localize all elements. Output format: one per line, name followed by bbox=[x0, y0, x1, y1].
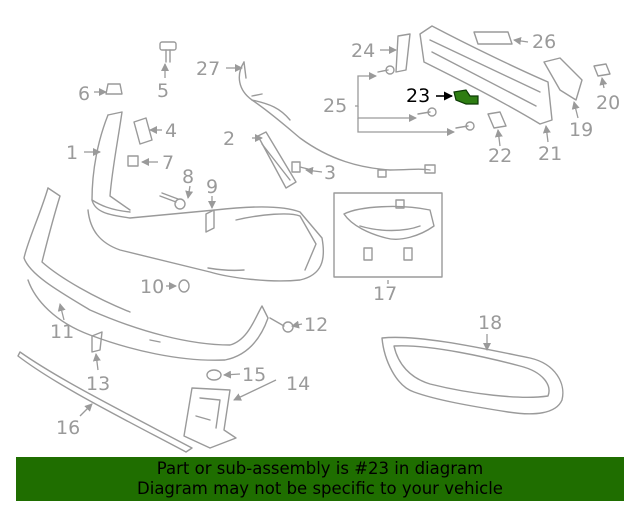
callout-16: 16 bbox=[56, 417, 80, 439]
part-17-lamp-kit bbox=[333, 192, 443, 278]
callout-6: 6 bbox=[78, 83, 90, 105]
part-23-highlighted bbox=[453, 89, 479, 105]
callout-5: 5 bbox=[157, 80, 169, 102]
part-1-bumper-cover bbox=[87, 111, 325, 282]
callout-21: 21 bbox=[538, 143, 562, 165]
callout-18: 18 bbox=[478, 312, 502, 334]
callout-20: 20 bbox=[596, 92, 620, 114]
part-16-molding bbox=[17, 351, 193, 453]
part-14-bracket bbox=[183, 387, 237, 449]
part-9-label bbox=[205, 209, 215, 233]
part-7-clip bbox=[127, 155, 139, 167]
part-18-lamp-bezel bbox=[381, 336, 564, 415]
part-25-fasteners bbox=[377, 65, 475, 131]
callout-25: 25 bbox=[323, 95, 347, 117]
callout-26: 26 bbox=[532, 31, 556, 53]
part-2-bracket bbox=[257, 131, 297, 189]
part-6-nut bbox=[105, 83, 123, 95]
part-8-bolt bbox=[159, 192, 186, 210]
leader-lines bbox=[57, 37, 608, 417]
banner-line-2: Diagram may not be specific to your vehi… bbox=[137, 479, 503, 498]
part-5-pin bbox=[159, 41, 177, 63]
callout-13: 13 bbox=[86, 373, 110, 395]
part-26-bracket bbox=[473, 31, 513, 45]
callout-numbers: 1 2 3 4 5 6 7 8 9 10 11 12 13 14 15 16 1… bbox=[50, 31, 620, 439]
part-4-clip bbox=[133, 117, 153, 145]
callout-10: 10 bbox=[140, 276, 164, 298]
parts-diagram: 1 2 3 4 5 6 7 8 9 10 11 12 13 14 15 16 1… bbox=[17, 25, 620, 453]
callout-2: 2 bbox=[223, 128, 235, 150]
callout-11: 11 bbox=[50, 321, 74, 343]
part-27-wiring bbox=[238, 61, 436, 178]
part-11-lower-bumper bbox=[23, 187, 269, 361]
callout-19: 19 bbox=[569, 119, 593, 141]
callout-4: 4 bbox=[165, 120, 177, 142]
info-banner: Part or sub-assembly is #23 in diagram D… bbox=[16, 457, 624, 501]
part-19-bracket bbox=[543, 57, 583, 101]
callout-15: 15 bbox=[242, 364, 266, 386]
part-15-grommet bbox=[206, 369, 222, 381]
callout-17: 17 bbox=[373, 283, 397, 305]
callout-7: 7 bbox=[162, 152, 174, 174]
part-24-bracket bbox=[395, 33, 411, 73]
part-22-bracket bbox=[487, 111, 507, 129]
part-12-bolt bbox=[269, 317, 294, 333]
callout-12: 12 bbox=[304, 314, 328, 336]
part-13-clip bbox=[91, 331, 103, 353]
callout-27: 27 bbox=[196, 58, 220, 80]
banner-line-1: Part or sub-assembly is #23 in diagram bbox=[156, 459, 484, 478]
callout-1: 1 bbox=[66, 142, 78, 164]
callout-8: 8 bbox=[182, 166, 194, 188]
part-21-absorber bbox=[419, 25, 553, 125]
part-20-clip bbox=[593, 63, 611, 77]
part-10-plug bbox=[178, 279, 190, 293]
callout-3: 3 bbox=[324, 162, 336, 184]
callout-23: 23 bbox=[406, 85, 430, 107]
callout-14: 14 bbox=[286, 373, 310, 395]
callout-24: 24 bbox=[351, 40, 375, 62]
callout-22: 22 bbox=[488, 145, 512, 167]
callout-9: 9 bbox=[206, 176, 218, 198]
